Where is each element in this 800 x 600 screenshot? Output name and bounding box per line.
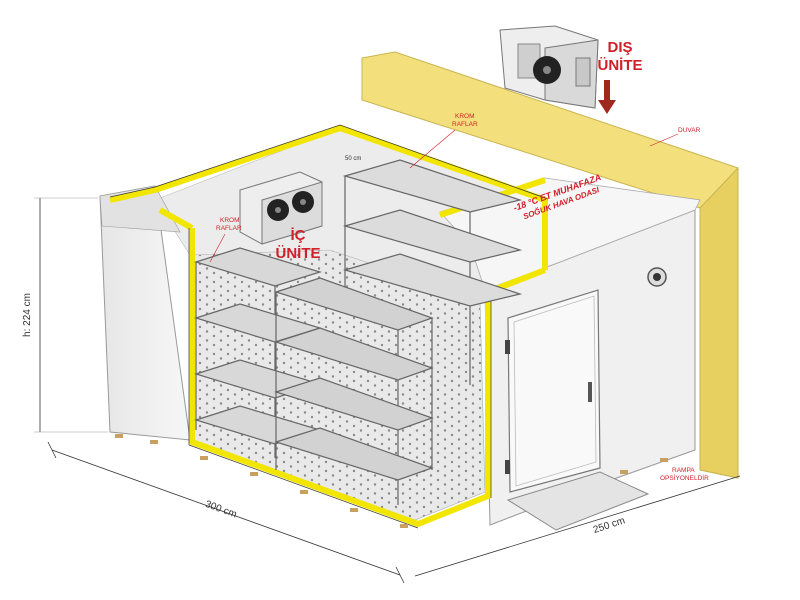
outdoor-unit-label-line1: DIŞ <box>607 39 632 56</box>
down-arrow-icon <box>598 80 616 114</box>
building-wall <box>361 51 739 479</box>
pressure-valve-icon <box>647 267 667 287</box>
wall-label: DUVAR <box>678 127 701 134</box>
chrome-shelves-top-label-line1: KROM <box>455 113 475 120</box>
chrome-shelf-back <box>342 159 523 385</box>
chrome-shelf-front <box>274 277 434 505</box>
ramp-label-line1: RAMPA <box>672 467 695 474</box>
door-handle[interactable] <box>588 382 592 402</box>
ramp <box>506 471 650 531</box>
chrome-shelves-left-label-line1: KROM <box>220 217 240 224</box>
outdoor-unit-label-line2: ÜNİTE <box>598 57 643 74</box>
ramp-label-line2: OPSİYONELDİR <box>660 473 709 482</box>
width-dimension-label: 250 cm <box>592 515 627 536</box>
chrome-shelves-top-label-line2: RAFLAR <box>452 121 478 128</box>
length-dimension-label: 300 cm <box>204 499 239 521</box>
chrome-shelves-left-label-line2: RAFLAR <box>216 225 242 232</box>
outdoor-unit <box>499 25 599 109</box>
indoor-unit <box>239 171 323 245</box>
height-dimension: h: 224 cm <box>22 197 108 433</box>
base-feet <box>115 434 668 528</box>
shelf-dimension-label: 50 cm <box>345 156 361 162</box>
height-dimension-label: h: 224 cm <box>22 293 33 337</box>
indoor-unit-label-line2: ÜNİTE <box>276 245 321 262</box>
cold-room-door[interactable] <box>505 289 601 493</box>
indoor-unit-label-line1: İÇ <box>291 227 306 244</box>
